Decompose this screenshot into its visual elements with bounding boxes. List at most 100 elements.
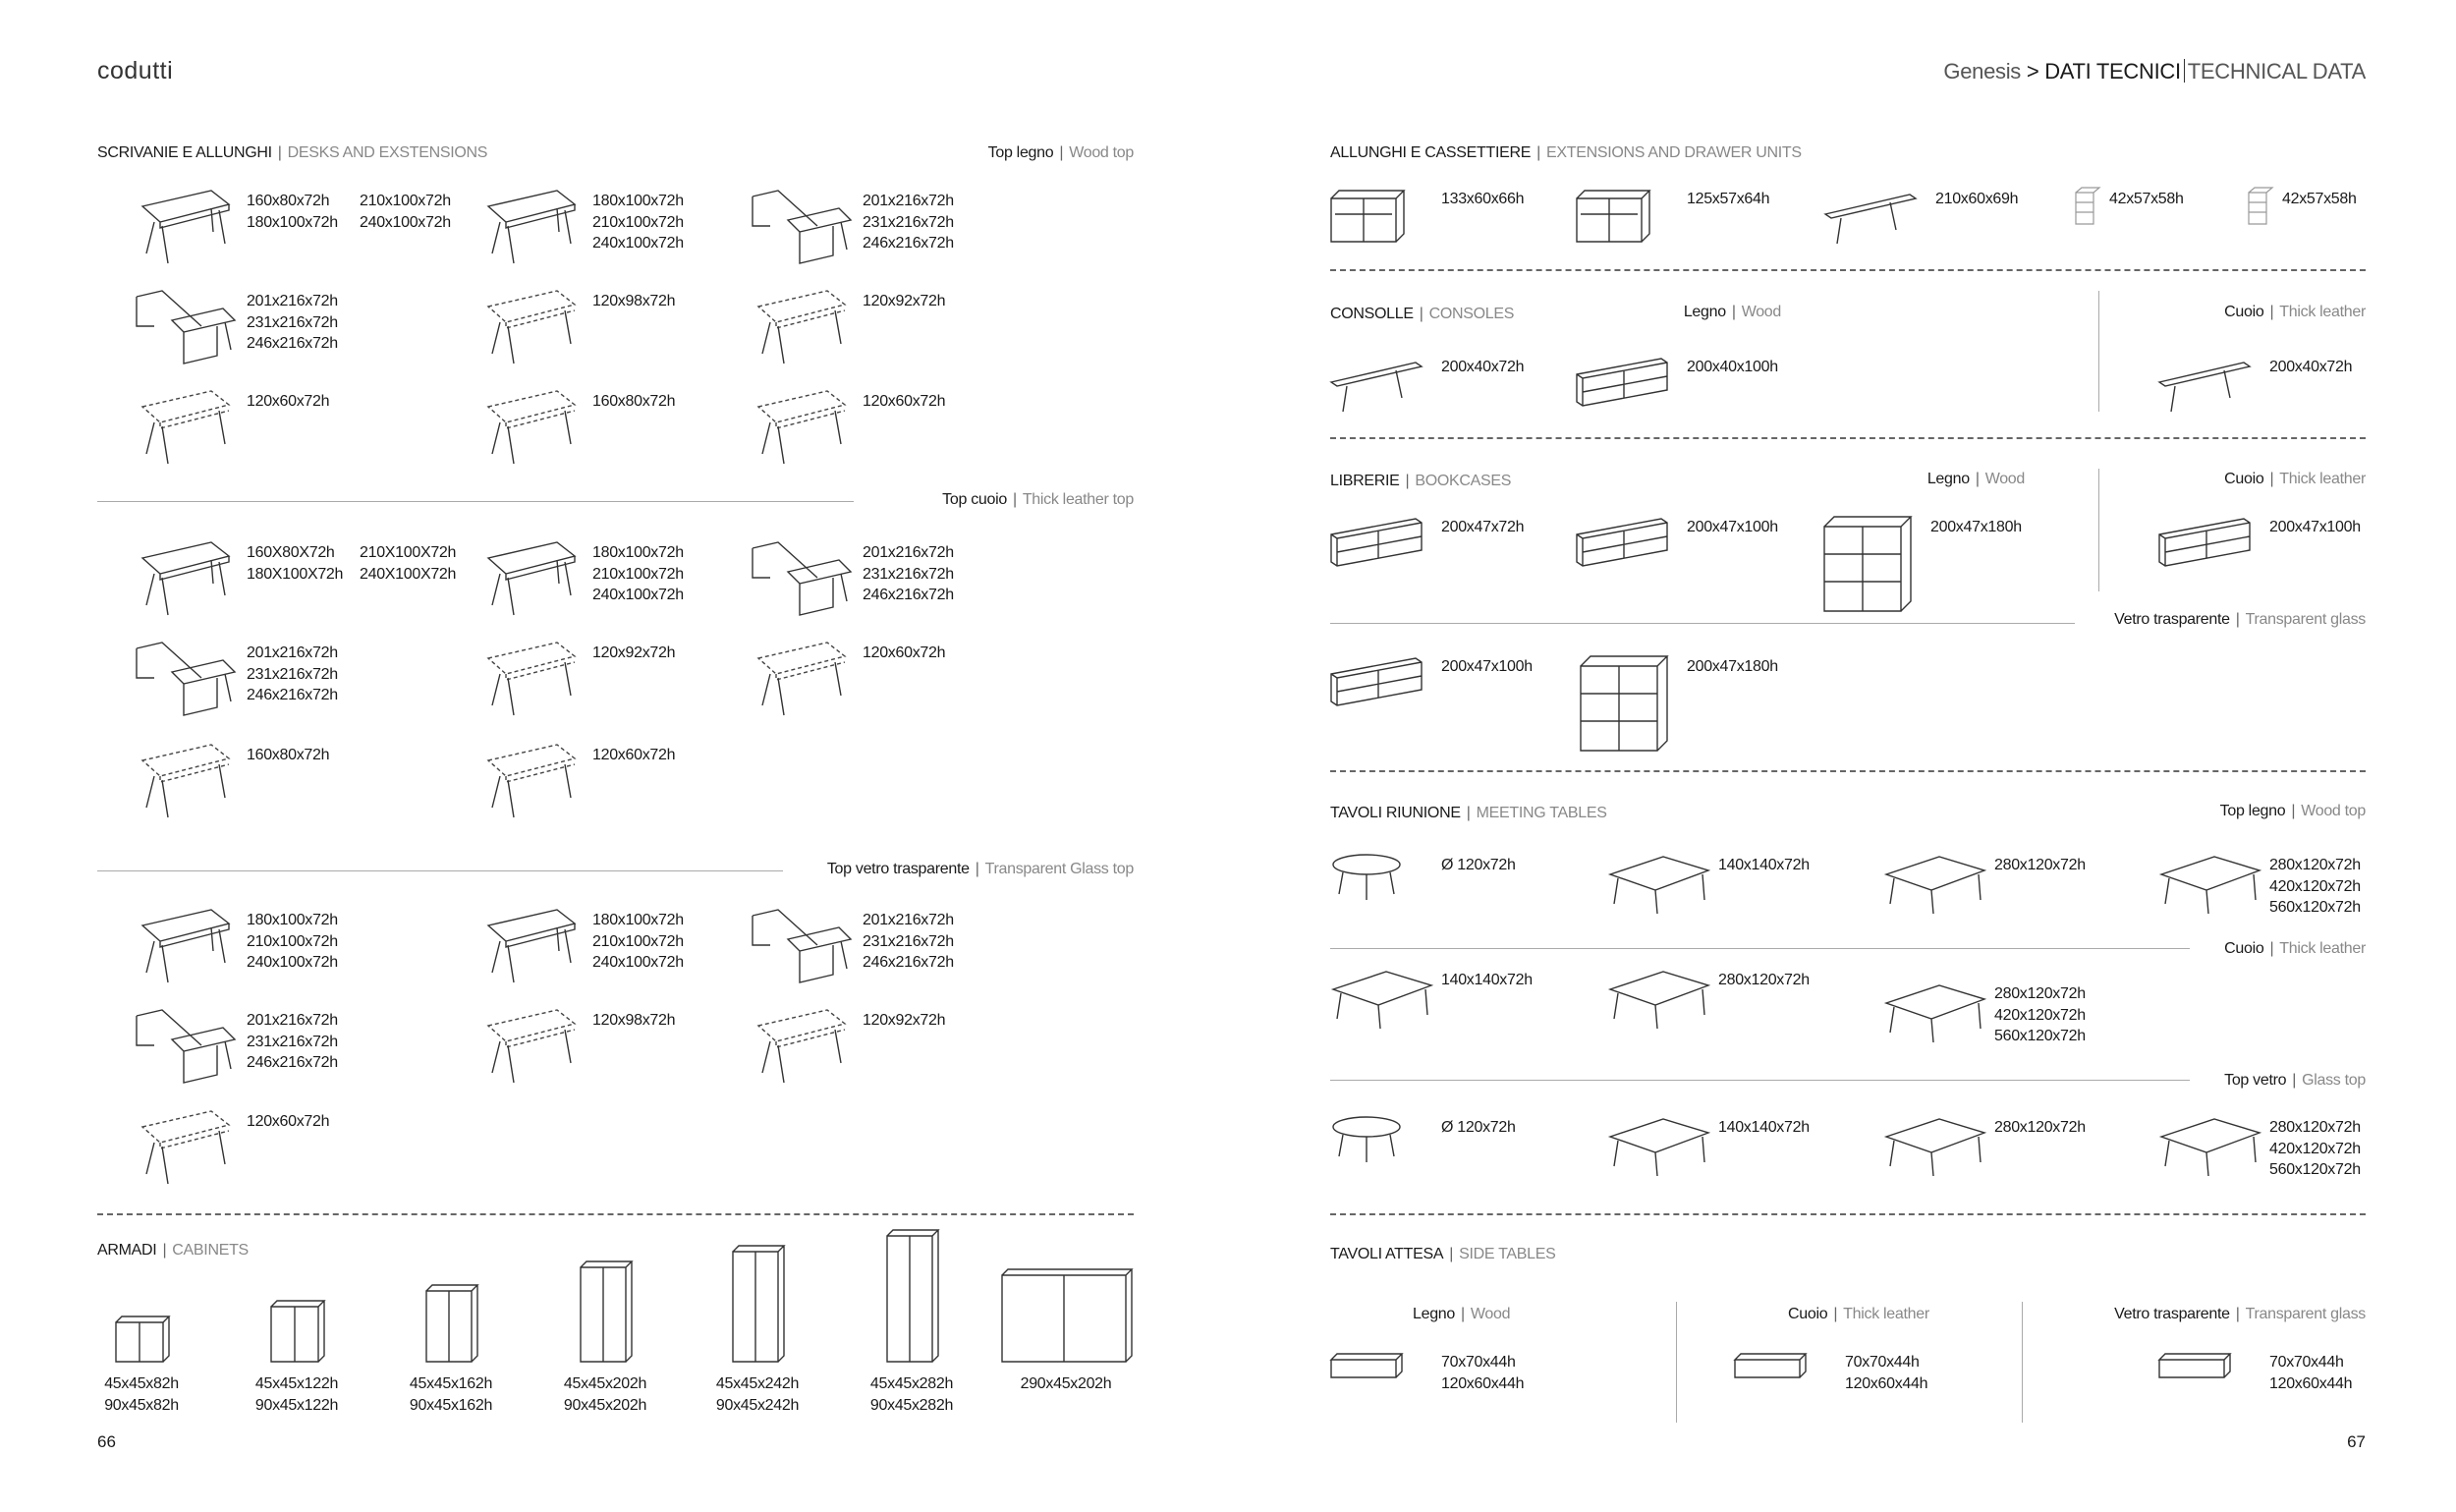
divider-line <box>1330 1080 2190 1081</box>
dimension-text: 200x47x100h <box>1687 519 1778 535</box>
dimension-text: 200x47x100h <box>2269 519 2361 535</box>
title-it: TAVOLI ATTESA <box>1330 1246 1444 1262</box>
dimension-text: 120x60x72h <box>863 644 946 661</box>
furniture-drawing-icon <box>752 909 853 983</box>
label-it: Cuoio <box>1788 1306 1828 1322</box>
title-it: SCRIVANIE E ALLUNGHI <box>97 144 272 161</box>
page-number-right: 67 <box>2347 1432 2366 1451</box>
divider-line <box>97 870 783 871</box>
dimension-text: 200x47x100h <box>1441 658 1533 675</box>
dimension-text: 180x100x72h 210x100x72h 240x100x72h <box>247 912 338 972</box>
furniture-drawing-icon <box>486 744 577 818</box>
divider: | <box>2269 471 2274 487</box>
furniture-drawing-icon <box>1576 358 1668 407</box>
divider: | <box>1419 306 1423 322</box>
dimension-text: 180x100x72h 210x100x72h 240x100x72h <box>592 193 684 252</box>
furniture-drawing-icon <box>140 909 231 983</box>
furniture-drawing-icon <box>2158 518 2251 567</box>
column-divider <box>1676 1302 1677 1423</box>
dimension-text: 70x70x44h 120x60x44h <box>1441 1354 1525 1392</box>
divider-line <box>1330 623 2075 624</box>
variant-label-leather: Cuoio|Thick leather <box>2224 304 2366 321</box>
dimension-text: 200x47x180h <box>1930 519 2022 535</box>
dimension-text: 280x120x72h <box>1718 972 1810 988</box>
dimension-text: 140x140x72h <box>1718 857 1810 873</box>
furniture-drawing-icon <box>756 642 847 716</box>
furniture-drawing-icon <box>140 744 231 818</box>
dimension-text: 201x216x72h 231x216x72h 246x216x72h <box>863 912 954 972</box>
brand-logo: codutti <box>97 57 174 84</box>
furniture-drawing-icon <box>136 290 237 364</box>
dimension-text: 200x40x72h <box>2269 359 2353 375</box>
furniture-drawing-icon <box>486 190 577 264</box>
cabinet-drawing-icon <box>732 1245 786 1363</box>
dimension-text: 125x57x64h <box>1687 191 1770 207</box>
label-it: Top vetro <box>2224 1072 2287 1089</box>
furniture-drawing-icon <box>1607 1118 1711 1177</box>
section-title-consoles: CONSOLLE|CONSOLES <box>1330 306 1514 323</box>
furniture-drawing-icon <box>1330 657 1423 706</box>
variant-label-glass-top: Top vetro trasparente|Transparent Glass … <box>827 861 1134 878</box>
column-divider <box>2022 1302 2023 1423</box>
label-en: Wood top <box>2301 803 2366 819</box>
title-en: SIDE TABLES <box>1459 1246 1556 1262</box>
divider: | <box>1012 491 1017 508</box>
variant-label-wood-top: Top legno | Wood top <box>2219 803 2367 820</box>
furniture-drawing-icon <box>2157 1353 2232 1378</box>
breadcrumb-product: Genesis <box>1943 59 2021 84</box>
section-dashed-divider <box>1330 1213 2366 1215</box>
title-it: TAVOLI RIUNIONE <box>1330 805 1461 821</box>
section-title-meeting-tables: TAVOLI RIUNIONE|MEETING TABLES <box>1330 805 1607 822</box>
divider: | <box>1975 471 1980 487</box>
label-en: Thick leather <box>2279 471 2366 487</box>
dimension-text: 70x70x44h 120x60x44h <box>2269 1354 2353 1392</box>
divider: | <box>2291 803 2296 819</box>
divider: | <box>1461 1306 1465 1322</box>
dimension-text: 180x100x72h 210x100x72h 240x100x72h <box>592 912 684 972</box>
dimension-text: 42x57x58h <box>2109 191 2184 207</box>
dimension-text: 120x60x72h <box>247 1113 330 1130</box>
variant-label-leather-top: Top cuoio|Thick leather top <box>942 491 1134 509</box>
dimension-text: 70x70x44h 120x60x44h <box>1845 1354 1928 1392</box>
divider: | <box>1405 473 1410 489</box>
section-title-side-tables: TAVOLI ATTESA | SIDE TABLES <box>1330 1246 1556 1263</box>
title-en: DESKS AND EXSTENSIONS <box>287 144 488 161</box>
divider: | <box>2235 1306 2240 1322</box>
furniture-drawing-icon <box>486 1009 577 1084</box>
divider: | <box>1449 1246 1454 1262</box>
title-it: ARMADI <box>97 1242 157 1259</box>
furniture-drawing-icon <box>2158 856 2262 915</box>
furniture-drawing-icon <box>1332 854 1401 900</box>
divider: | <box>162 1242 167 1259</box>
section-dashed-divider <box>1330 770 2366 772</box>
furniture-drawing-icon <box>1332 1116 1401 1162</box>
furniture-drawing-icon <box>136 1009 237 1084</box>
furniture-drawing-icon <box>756 290 847 364</box>
label-it: Top legno <box>2219 803 2286 819</box>
dimension-text: 45x45x242h 90x45x242h <box>715 1375 800 1414</box>
divider: | <box>1731 304 1736 320</box>
cabinet-drawing-icon <box>886 1229 940 1363</box>
dimension-text: 120x60x72h <box>592 747 676 763</box>
label-it: Top legno <box>987 144 1054 161</box>
dimension-text: 280x120x72h 420x120x72h 560x120x72h <box>2269 1119 2361 1179</box>
label-it: Legno <box>1683 304 1726 320</box>
furniture-drawing-icon <box>1329 1353 1404 1378</box>
dimension-text: 160x80x72h <box>247 747 330 763</box>
divider: | <box>1833 1306 1838 1322</box>
divider: | <box>1466 805 1471 821</box>
label-en: Transparent glass <box>2245 611 2367 628</box>
label-en: Transparent Glass top <box>984 861 1135 877</box>
column-divider <box>2098 469 2099 591</box>
section-title-extensions: ALLUNGHI E CASSETTIERE|EXTENSIONS AND DR… <box>1330 144 1802 162</box>
variant-label-wood: Legno|Wood <box>1413 1306 1510 1323</box>
dimension-text: 160x80x72h 180x100x72h <box>247 193 338 231</box>
furniture-drawing-icon <box>1329 362 1423 413</box>
variant-label-leather: Cuoio|Thick leather <box>2224 940 2366 958</box>
label-en: Thick leather <box>2279 940 2366 957</box>
dimension-text: 201x216x72h 231x216x72h 246x216x72h <box>863 193 954 252</box>
furniture-drawing-icon <box>752 190 853 264</box>
divider: | <box>277 144 282 161</box>
variant-label-leather: Cuoio|Thick leather <box>2224 471 2366 488</box>
